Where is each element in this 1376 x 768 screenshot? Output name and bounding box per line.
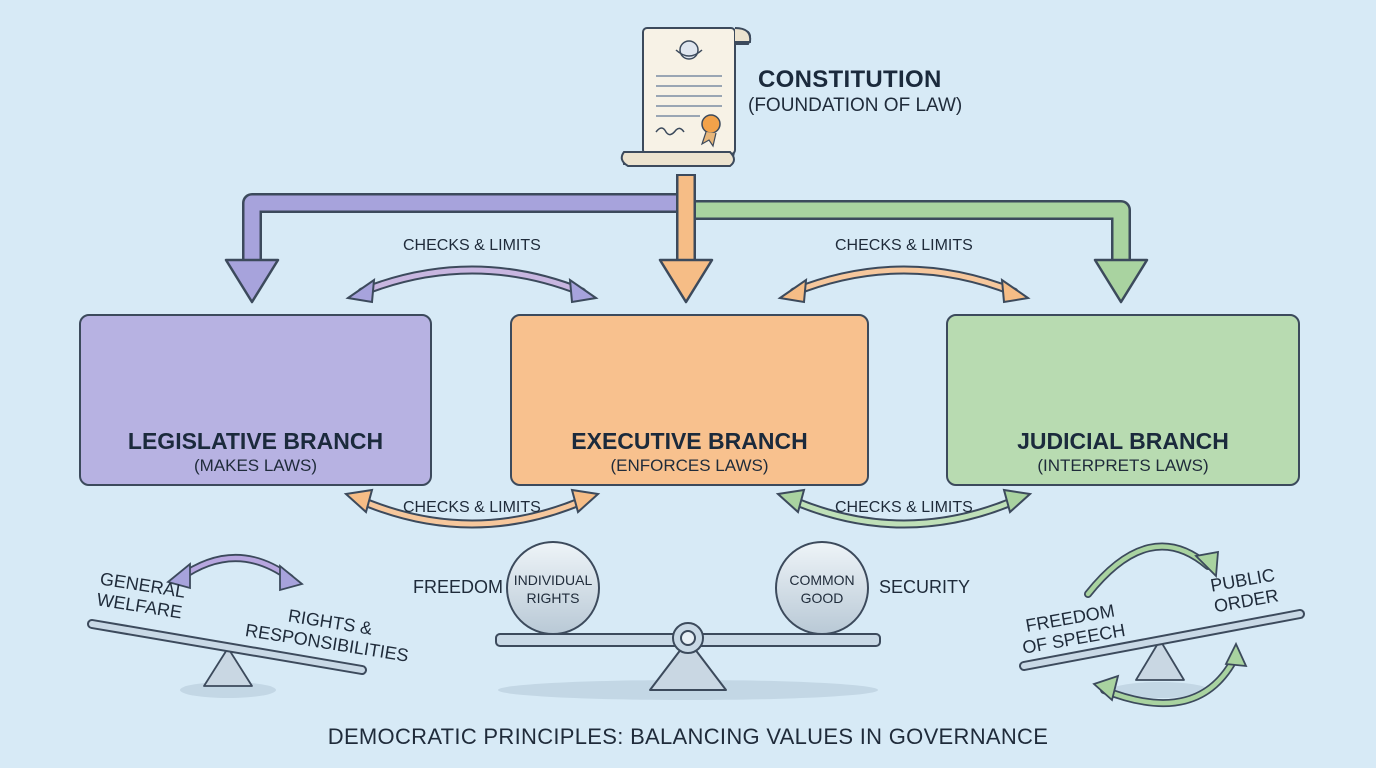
- judicial-branch-title: JUDICIAL BRANCH: [1017, 428, 1229, 454]
- checks-label-bottom-left: CHECKS & LIMITS: [403, 499, 541, 516]
- judicial-branch-subtitle: (INTERPRETS LAWS): [1037, 456, 1209, 475]
- diagram-footer-title: DEMOCRATIC PRINCIPLES: BALANCING VALUES …: [327, 724, 1049, 749]
- legislative-branch-title: LEGISLATIVE BRANCH: [127, 428, 384, 454]
- common-good-label: COMMON GOOD: [789, 572, 855, 606]
- checks-label-top-right: CHECKS & LIMITS: [835, 237, 973, 254]
- common-good-ball: [775, 541, 869, 635]
- judicial-branch-box: JUDICIAL BRANCH (INTERPRETS LAWS): [946, 314, 1300, 486]
- security-label: SECURITY: [879, 577, 971, 597]
- branch-connector-arrows: [224, 174, 1149, 304]
- center-balance: [495, 541, 881, 700]
- individual-rights-ball: [506, 541, 600, 635]
- right-seesaw: [1019, 542, 1305, 707]
- left-seesaw: [87, 554, 367, 698]
- executive-branch-box: EXECUTIVE BRANCH (ENFORCES LAWS): [510, 314, 869, 486]
- constitution-subtitle: (FOUNDATION OF LAW): [748, 95, 963, 116]
- checks-label-bottom-right: CHECKS & LIMITS: [835, 499, 973, 516]
- individual-rights-label: INDIVIDUAL RIGHTS: [513, 572, 593, 606]
- constitution-scroll-icon: [620, 27, 752, 167]
- legislative-branch-subtitle: (MAKES LAWS): [193, 456, 318, 475]
- checks-arrows: [343, 265, 1033, 529]
- legislative-branch-box: LEGISLATIVE BRANCH (MAKES LAWS): [79, 314, 432, 486]
- freedom-label: FREEDOM: [413, 577, 503, 597]
- executive-branch-subtitle: (ENFORCES LAWS): [610, 456, 769, 475]
- checks-label-top-left: CHECKS & LIMITS: [403, 237, 541, 254]
- executive-branch-title: EXECUTIVE BRANCH: [571, 428, 808, 454]
- constitution-title: CONSTITUTION: [758, 66, 942, 93]
